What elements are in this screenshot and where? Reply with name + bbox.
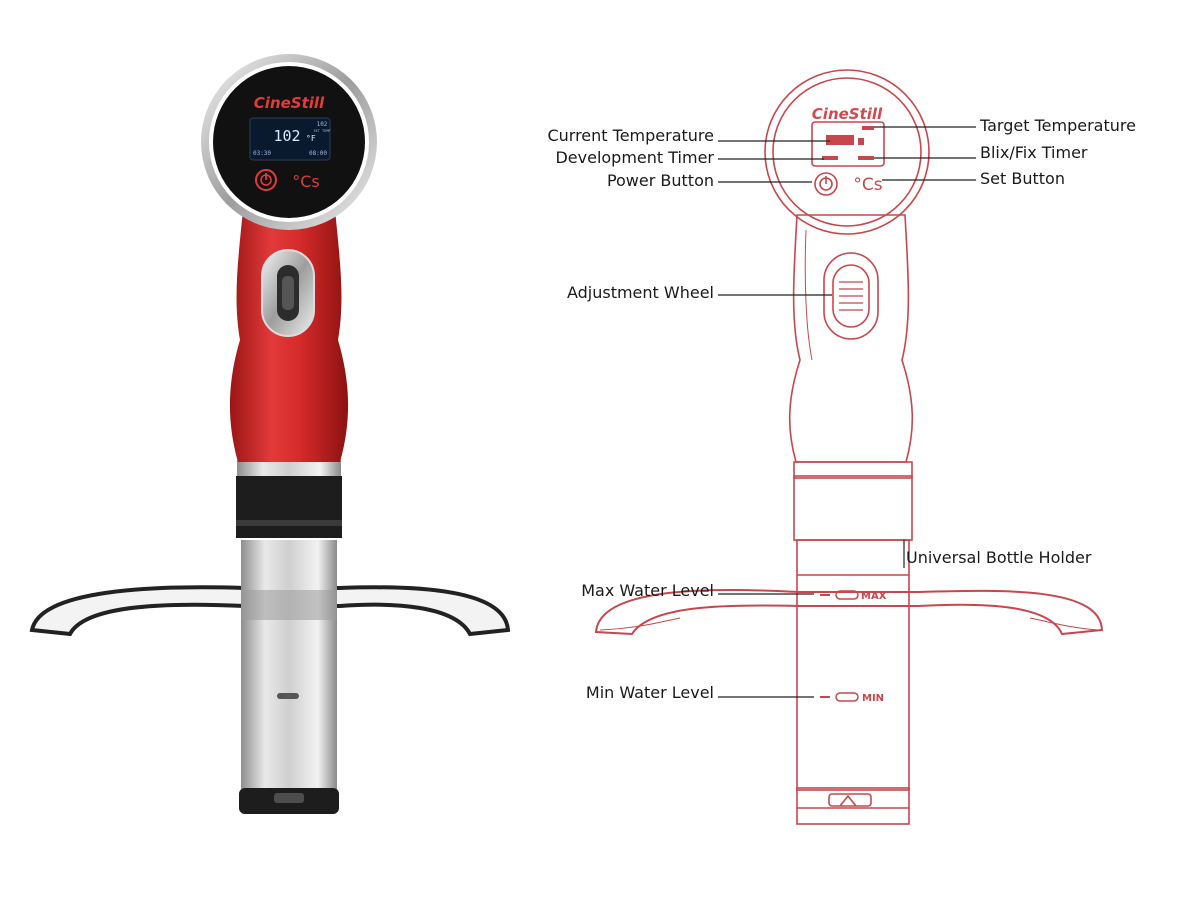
lcd-segments-outline (822, 126, 874, 160)
callout-max-water-level: Max Water Level (581, 581, 714, 600)
callout-target-temperature: Target Temperature (979, 116, 1136, 135)
product-photo: CineStill 102 °F 102 SET TEMP 03:30 08:0… (29, 54, 511, 814)
adjustment-wheel-outline (823, 252, 879, 340)
callout-power-button: Power Button (607, 171, 714, 190)
callout-adjustment-wheel: Adjustment Wheel (567, 283, 714, 302)
steel-tube-photo (241, 540, 337, 790)
max-mark: MAX (820, 590, 887, 602)
bottle-holder-photo (29, 585, 511, 637)
lcd-target-temp: 102 (317, 121, 328, 128)
bottle-holder-outline (594, 588, 1104, 636)
min-mark-text: MIN (862, 693, 884, 704)
callout-min-water-level: Min Water Level (586, 683, 714, 702)
brand-logo-outline: CineStill (812, 105, 883, 123)
line-drawing (594, 69, 1104, 825)
callout-development-timer: Development Timer (555, 148, 714, 167)
bottom-cap-outline (796, 787, 910, 825)
lcd-current-temp: 102 (273, 127, 300, 145)
callout-universal-bottle-holder: Universal Bottle Holder (906, 548, 1092, 567)
min-mark: MIN (820, 692, 884, 704)
max-mark-text: MAX (861, 591, 887, 602)
lcd-dev-timer: 03:30 (253, 150, 271, 157)
adjustment-wheel-ridges (839, 281, 863, 311)
collar-photo (237, 460, 341, 480)
lcd-blix-timer: 08:00 (309, 150, 327, 157)
handle-outline (788, 214, 914, 463)
callout-set-button: Set Button (980, 169, 1065, 188)
clamp-band-photo (236, 476, 342, 538)
lcd-unit: °F (306, 134, 316, 143)
tube-slot (277, 693, 299, 699)
tube-outline (796, 539, 910, 791)
clamp-outline (793, 475, 913, 541)
brand-logo-photo: CineStill (254, 94, 325, 112)
set-button-outline: °Cs (853, 175, 882, 195)
lcd-outline (811, 121, 885, 167)
callout-leaders (718, 126, 976, 698)
callout-current-temperature: Current Temperature (547, 126, 714, 145)
power-button-photo[interactable] (255, 169, 277, 191)
lcd-target-label: SET TEMP (314, 129, 331, 133)
lcd-screen-photo (249, 117, 331, 161)
callout-blix-fix-timer: Blix/Fix Timer (980, 143, 1088, 162)
head-outline (764, 69, 930, 235)
set-button-photo[interactable]: °Cs (292, 172, 320, 191)
power-button-outline (814, 172, 838, 196)
